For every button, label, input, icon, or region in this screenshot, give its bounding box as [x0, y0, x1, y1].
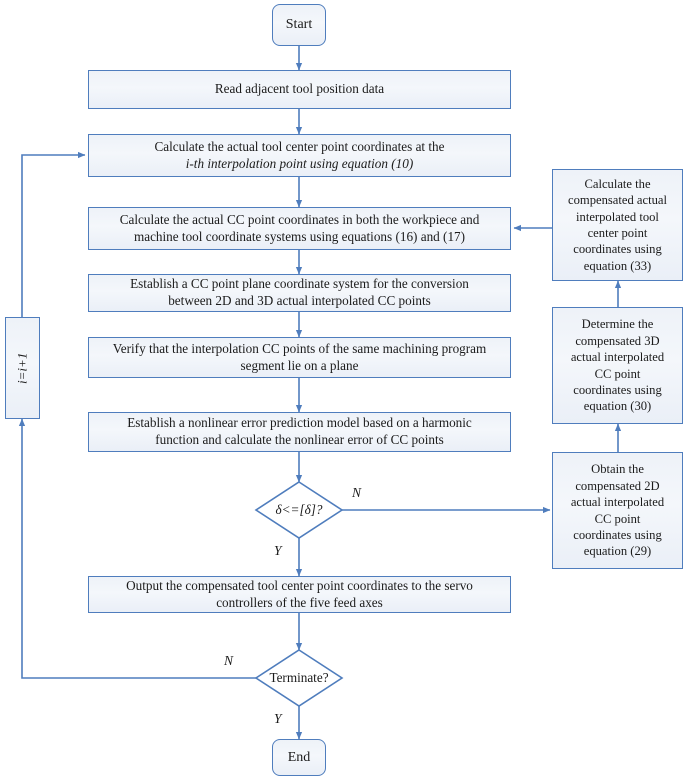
- process-calc-cc[interactable]: Calculate the actual CC point coordinate…: [88, 207, 511, 250]
- process-establish-plane-cs[interactable]: Establish a CC point plane coordinate sy…: [88, 274, 511, 312]
- comp-tcp-line-5: coordinates using: [573, 242, 662, 257]
- edge-label-terminate-yes: Y: [274, 711, 282, 726]
- process-calc-tcp-line-2: i-th interpolation point using equation …: [185, 155, 414, 171]
- edge-label-delta-yes: Y: [274, 543, 282, 558]
- process-plane-line-1: Establish a CC point plane coordinate sy…: [130, 276, 469, 292]
- comp-tcp-line-2: compensated actual: [568, 193, 667, 208]
- edge-terminate-no-to-increment: [18, 418, 256, 679]
- decision-terminate[interactable]: Terminate?: [256, 650, 342, 706]
- process-nonlinear-model[interactable]: Establish a nonlinear error prediction m…: [88, 412, 511, 452]
- comp-2d-line-2: compensated 2D: [575, 478, 660, 493]
- comp-2d-line-5: coordinates using: [573, 527, 662, 542]
- process-increment-counter[interactable]: i=i+1: [5, 317, 40, 419]
- comp-3d-line-1: Determine the: [581, 317, 654, 332]
- increment-counter-label: i=i+1: [14, 352, 30, 384]
- comp-3d-line-3: actual interpolated: [570, 350, 665, 365]
- start-label: Start: [285, 17, 313, 33]
- edge-label-terminate-no: N: [224, 653, 234, 668]
- comp-3d-line-6: equation (30): [583, 399, 652, 414]
- edge-increment-to-calctcp: [21, 151, 86, 317]
- comp-tcp-line-1: Calculate the: [584, 176, 651, 191]
- process-output-line-2: controllers of the five feed axes: [216, 594, 383, 610]
- process-output-servo[interactable]: Output the compensated tool center point…: [88, 576, 511, 613]
- comp-2d-line-6: equation (29): [583, 544, 652, 559]
- process-plane-line-2: between 2D and 3D actual interpolated CC…: [168, 293, 431, 308]
- process-calc-cc-line-2: machine tool coordinate systems using eq…: [133, 228, 466, 244]
- decision-error-check[interactable]: δ<=[δ]?: [256, 482, 342, 538]
- comp-3d-line-2: compensated 3D: [575, 333, 660, 348]
- process-verify-plane[interactable]: Verify that the interpolation CC points …: [88, 337, 511, 378]
- process-read-data[interactable]: Read adjacent tool position data: [88, 70, 511, 109]
- edge-label-delta-no: N: [352, 485, 362, 500]
- process-calc-tcp-line-1: Calculate the actual tool center point c…: [154, 138, 445, 154]
- comp-tcp-line-3: interpolated tool: [576, 209, 659, 224]
- comp-2d-line-4: CC point: [594, 511, 641, 526]
- comp-tcp-line-6: equation (33): [583, 258, 652, 273]
- end-node[interactable]: End: [272, 739, 326, 776]
- process-calc-cc-line-1: Calculate the actual CC point coordinate…: [119, 211, 480, 227]
- process-comp-3d-eq30[interactable]: Determine the compensated 3D actual inte…: [552, 307, 683, 424]
- comp-2d-line-3: actual interpolated: [570, 495, 665, 510]
- process-output-line-1: Output the compensated tool center point…: [126, 577, 473, 593]
- process-comp-2d-eq29[interactable]: Obtain the compensated 2D actual interpo…: [552, 452, 683, 569]
- comp-2d-line-1: Obtain the: [591, 462, 644, 477]
- start-node[interactable]: Start: [272, 4, 326, 46]
- process-calc-tcp[interactable]: Calculate the actual tool center point c…: [88, 134, 511, 177]
- comp-3d-line-5: coordinates using: [573, 382, 662, 397]
- process-verify-line-1: Verify that the interpolation CC points …: [112, 340, 487, 356]
- comp-tcp-line-4: center point: [587, 226, 648, 240]
- end-label: End: [287, 749, 311, 765]
- decision-terminate-label: Terminate?: [269, 670, 329, 685]
- comp-3d-line-4: CC point: [594, 366, 641, 381]
- process-verify-line-2: segment lie on a plane: [240, 357, 359, 373]
- process-read-data-line-1: Read adjacent tool position data: [214, 81, 385, 97]
- process-comp-tcp-eq33[interactable]: Calculate the compensated actual interpo…: [552, 169, 683, 281]
- process-model-line-2: function and calculate the nonlinear err…: [155, 432, 444, 447]
- process-model-line-1: Establish a nonlinear error prediction m…: [127, 415, 472, 431]
- decision-error-check-label: δ<=[δ]?: [275, 502, 323, 517]
